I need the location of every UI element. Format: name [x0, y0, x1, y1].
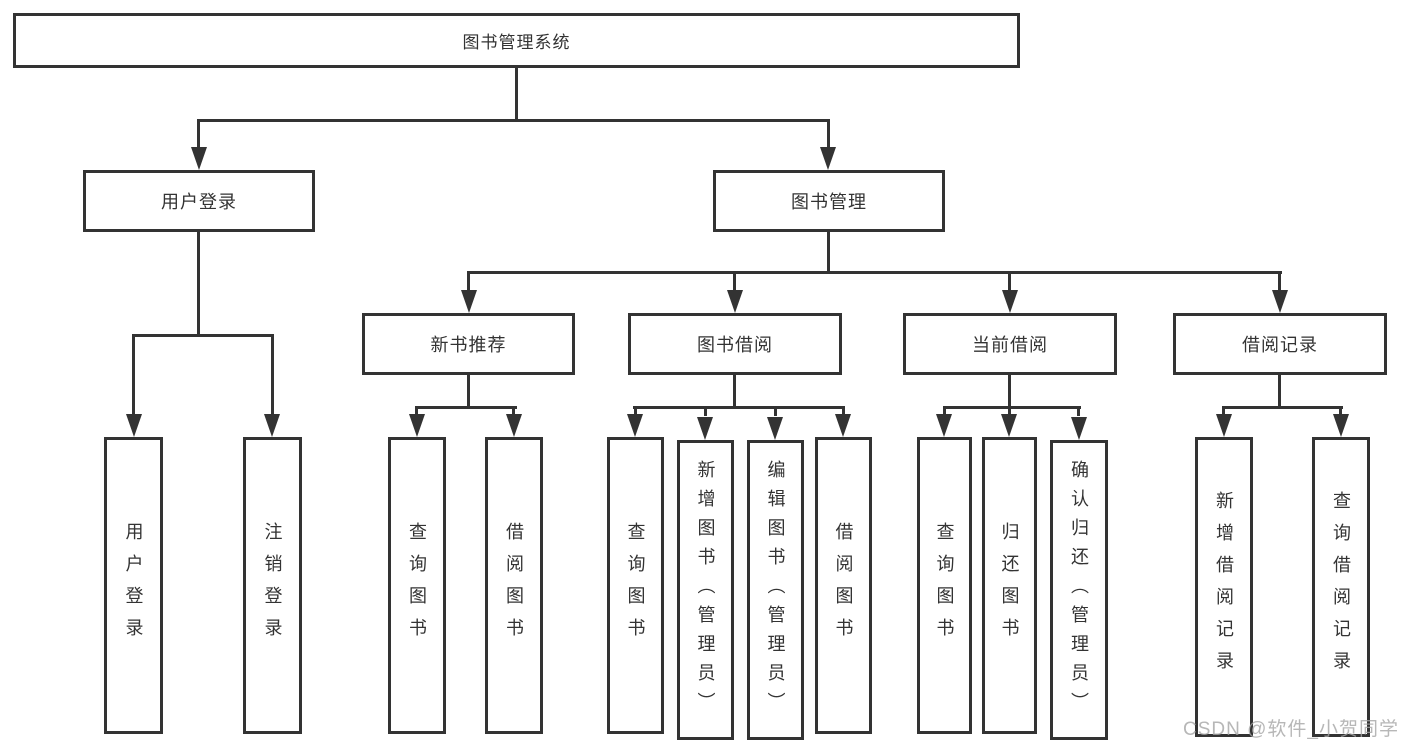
arrow-down-icon: [697, 417, 713, 440]
connector-drop: [415, 406, 418, 416]
node-label: 归还图书: [999, 521, 1020, 650]
leaf-query-books-borrowing: 查询图书: [607, 437, 664, 734]
leaf-confirm-return-admin: 确认归还（管理员）: [1050, 440, 1108, 740]
node-book-borrowing: 图书借阅: [628, 313, 842, 375]
node-label: 编辑图书（管理员）: [765, 459, 786, 721]
leaf-query-books-current: 查询图书: [917, 437, 972, 734]
leaf-query-books-recommend: 查询图书: [388, 437, 446, 734]
arrow-down-icon: [1333, 414, 1349, 437]
leaf-logout: 注销登录: [243, 437, 302, 734]
connector-drop-login-leaf: [132, 334, 135, 416]
node-book-management: 图书管理: [713, 170, 945, 232]
node-label: 确认归还（管理员）: [1069, 459, 1089, 721]
node-label: 查询图书: [934, 521, 955, 650]
node-label: 查询图书: [625, 521, 646, 650]
connector-newbook-stem: [467, 375, 470, 409]
arrow-down-icon: [264, 414, 280, 437]
connector-drop-user-login: [197, 119, 200, 149]
connector-records-bar: [1222, 406, 1343, 409]
node-label: 借阅图书: [833, 521, 854, 650]
connector-drop: [774, 406, 777, 416]
node-library-management-system: 图书管理系统: [13, 13, 1020, 68]
connector-bookmgmt-stem: [827, 232, 830, 274]
arrow-down-icon: [506, 414, 522, 437]
connector-root-stem: [515, 68, 518, 122]
leaf-borrow-books: 借阅图书: [815, 437, 872, 734]
node-current-borrowing: 当前借阅: [903, 313, 1117, 375]
connector-userlogin-stem: [197, 232, 200, 336]
arrow-down-icon: [1216, 414, 1232, 437]
arrow-down-icon: [835, 414, 851, 437]
connector-drop-logout-leaf: [271, 334, 274, 416]
connector-drop-borrowing: [733, 271, 736, 292]
node-label: 图书借阅: [697, 335, 773, 355]
node-label: 查询图书: [407, 521, 427, 650]
connector-drop-records: [1278, 271, 1281, 292]
node-label: 图书管理系统: [462, 33, 571, 52]
connector-drop: [1008, 406, 1011, 416]
arrow-down-icon: [1272, 290, 1288, 313]
arrow-down-icon: [1071, 417, 1087, 440]
connector-drop: [512, 406, 515, 416]
node-borrow-records: 借阅记录: [1173, 313, 1387, 375]
connector-drop: [704, 406, 707, 416]
connector-borrowing-bar: [633, 406, 845, 409]
watermark: CSDN @软件_小贺同学: [1183, 719, 1399, 740]
node-label: 新增借阅记录: [1214, 491, 1234, 683]
connector-records-stem: [1278, 375, 1281, 409]
node-new-book-recommendation: 新书推荐: [362, 313, 575, 375]
node-label: 查询借阅记录: [1331, 491, 1351, 683]
leaf-add-borrow-record: 新增借阅记录: [1195, 437, 1253, 737]
node-label: 借阅图书: [504, 521, 524, 650]
arrow-down-icon: [461, 290, 477, 313]
arrow-down-icon: [1002, 290, 1018, 313]
leaf-user-login: 用户登录: [104, 437, 163, 734]
arrow-down-icon: [936, 414, 952, 437]
connector-userlogin-bar: [132, 334, 274, 337]
connector-drop-current: [1008, 271, 1011, 292]
connector-drop: [842, 406, 845, 416]
arrow-down-icon: [126, 414, 142, 437]
node-label: 注销登录: [262, 521, 283, 650]
leaf-add-books-admin: 新增图书（管理员）: [677, 440, 734, 740]
node-label: 新增图书（管理员）: [695, 459, 716, 721]
connector-current-bar: [943, 406, 1081, 409]
arrow-down-icon: [191, 147, 207, 170]
node-label: 用户登录: [123, 521, 144, 650]
connector-root-bar: [197, 119, 830, 122]
leaf-query-borrow-record: 查询借阅记录: [1312, 437, 1370, 737]
arrow-down-icon: [820, 147, 836, 170]
arrow-down-icon: [727, 290, 743, 313]
arrow-down-icon: [767, 417, 783, 440]
connector-drop-book-mgmt: [827, 119, 830, 149]
arrow-down-icon: [627, 414, 643, 437]
connector-drop: [1339, 406, 1342, 416]
connector-drop: [943, 406, 946, 416]
leaf-borrow-books-recommend: 借阅图书: [485, 437, 543, 734]
node-label: 借阅记录: [1242, 335, 1318, 355]
connector-bookmgmt-bar: [467, 271, 1282, 274]
connector-newbook-bar: [415, 406, 517, 409]
connector-borrowing-stem: [733, 375, 736, 409]
arrow-down-icon: [409, 414, 425, 437]
node-label: 用户登录: [161, 192, 237, 212]
node-label: 图书管理: [791, 192, 867, 212]
leaf-edit-books-admin: 编辑图书（管理员）: [747, 440, 804, 740]
connector-drop: [1222, 406, 1225, 416]
connector-drop: [1077, 406, 1080, 416]
node-label: 新书推荐: [430, 335, 507, 355]
arrow-down-icon: [1001, 414, 1017, 437]
node-label: 当前借阅: [972, 335, 1048, 355]
connector-drop-new-book: [467, 271, 470, 292]
node-user-login: 用户登录: [83, 170, 315, 232]
connector-drop: [634, 406, 637, 416]
connector-current-stem: [1008, 375, 1011, 409]
leaf-return-books: 归还图书: [982, 437, 1037, 734]
